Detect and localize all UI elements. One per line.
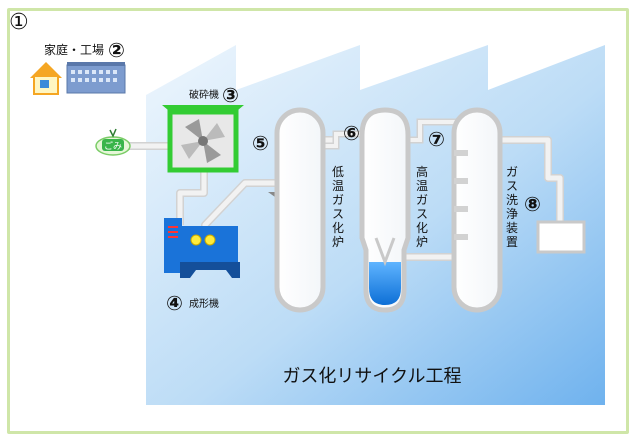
crusher-label: 破砕機 (189, 88, 219, 101)
slag-pool (369, 262, 401, 305)
marker-1: ① (9, 10, 29, 35)
marker-8: ⑧ (524, 192, 541, 216)
crusher-machine (162, 105, 244, 173)
molder-machine (164, 218, 240, 278)
marker-3: ③ (222, 83, 239, 107)
marker-5: ⑤ (252, 131, 269, 155)
svg-text:温: 温 (332, 179, 344, 193)
svg-text:置: 置 (506, 235, 518, 249)
svg-text:ガ: ガ (332, 193, 344, 207)
outer-frame (7, 8, 629, 434)
factory-icon (66, 62, 126, 94)
house-icon (30, 62, 62, 95)
low-temp-gasifier-tower (274, 107, 326, 313)
svg-text:ガ: ガ (416, 193, 428, 207)
svg-text:ガ: ガ (506, 165, 518, 179)
home-factory-label: 家庭・工場 (44, 42, 104, 57)
svg-text:化: 化 (416, 221, 428, 235)
process-title: ガス化リサイクル工程 (282, 366, 461, 387)
svg-text:浄: 浄 (506, 207, 518, 221)
svg-text:ス: ス (416, 207, 428, 221)
svg-text:炉: 炉 (416, 235, 428, 249)
gas-tank (536, 220, 586, 254)
gas-scrubber-label: ガ ス 洗 浄 装 置 (506, 165, 518, 249)
marker-7: ⑦ (428, 127, 445, 151)
marker-6: ⑥ (343, 121, 360, 145)
svg-text:洗: 洗 (506, 193, 518, 207)
svg-text:温: 温 (416, 179, 428, 193)
svg-text:ス: ス (332, 207, 344, 221)
svg-text:化: 化 (332, 221, 344, 235)
svg-text:炉: 炉 (332, 235, 344, 249)
molder-label: 成形機 (189, 297, 219, 310)
high-temp-gasifier-label: 高 温 ガ ス 化 炉 (416, 164, 428, 249)
svg-text:低: 低 (332, 165, 344, 179)
svg-text:高: 高 (416, 164, 428, 179)
high-temp-gasifier-tower (359, 107, 411, 313)
gas-scrubber-tower (451, 107, 503, 313)
garbage-bag: ごみ (95, 128, 131, 156)
garbage-bag-label: ごみ (104, 140, 122, 152)
marker-4: ④ (166, 291, 183, 315)
low-temp-gasifier-label: 低 温 ガ ス 化 炉 (332, 165, 344, 249)
svg-text:ス: ス (506, 179, 518, 193)
svg-text:装: 装 (506, 221, 518, 235)
marker-2: ② (108, 38, 125, 62)
